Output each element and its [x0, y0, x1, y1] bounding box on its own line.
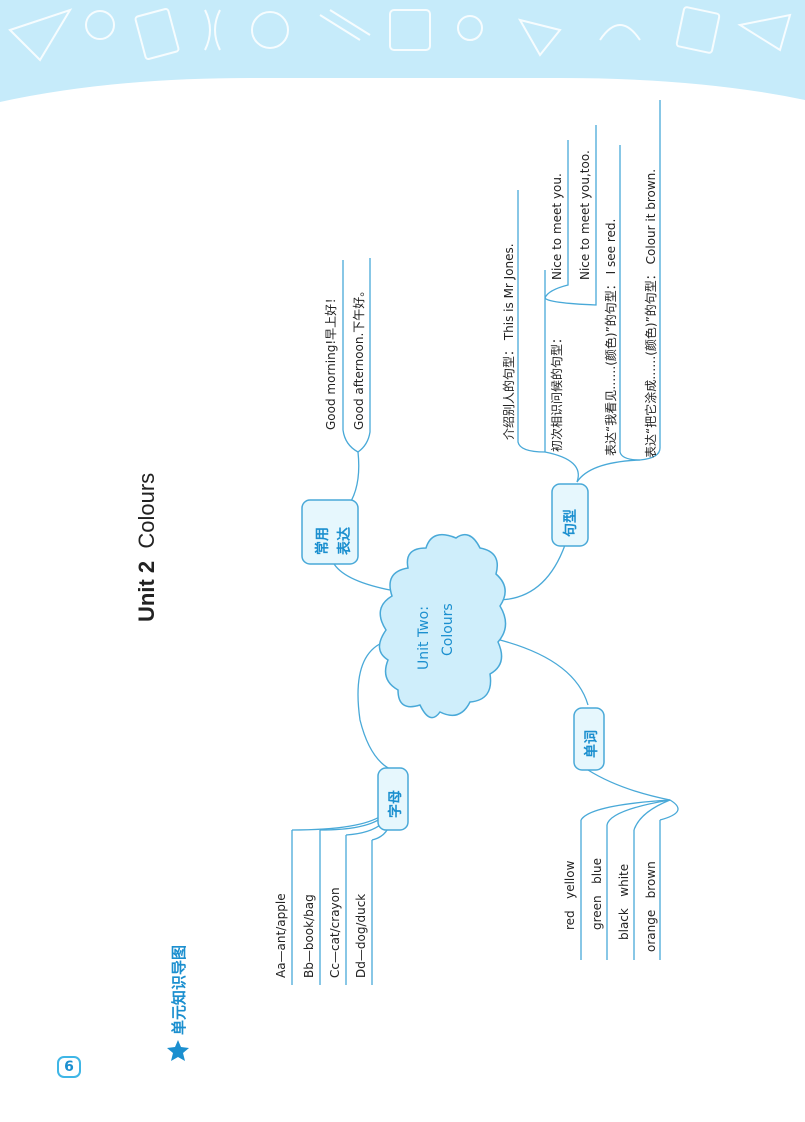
expression-item: Good afternoon.下午好。 — [352, 284, 366, 430]
sentence-colour: 表达“把它涂成……(颜色)”的句型： Colour it brown. — [642, 169, 659, 458]
expressions-label-line2: 表达 — [337, 527, 353, 555]
unit-number: Unit 2 — [134, 560, 159, 622]
connector-words — [499, 639, 589, 706]
sentence-colour-text: 表达“把它涂成……(颜色)”的句型： — [644, 268, 658, 458]
sentence-first-meet: 初次相识问候的句型： — [550, 331, 564, 452]
page-number: 6 — [57, 1056, 81, 1078]
sentence-intro-text: 介绍别人的句型： — [502, 343, 516, 440]
sentence-intro-example: This is Mr Jones. — [502, 243, 516, 341]
sentence-see-example: I see red. — [604, 218, 618, 275]
expressions-node — [301, 499, 359, 565]
letters-node — [377, 767, 409, 831]
word-item: orange brown — [644, 861, 658, 952]
word-item: black white — [617, 863, 631, 940]
unit-name: Colours — [134, 472, 159, 549]
star-icon — [167, 1040, 189, 1061]
letter-item: Bb—book/bag — [302, 894, 316, 978]
center-line2: Colours — [440, 603, 456, 656]
letters-label: 字母 — [388, 790, 404, 818]
first-meet-item: Nice to meet you,too. — [578, 150, 592, 280]
words-label: 单词 — [584, 730, 600, 758]
unit-title: Unit 2 Colours — [134, 473, 160, 622]
center-cloud — [378, 533, 507, 719]
letter-item: Aa—ant/apple — [274, 893, 288, 978]
sentences-label: 句型 — [563, 509, 579, 537]
words-node — [573, 707, 605, 771]
connector-letters — [357, 639, 393, 771]
connector-sentences — [496, 544, 566, 601]
section-title: 单元知识导图 — [170, 944, 188, 1035]
sentence-colour-example: Colour it brown. — [644, 168, 658, 265]
expression-item: Good morning!早上好！ — [324, 291, 338, 430]
first-meet-item: Nice to meet you. — [550, 173, 564, 280]
expressions-label-line1: 常用 — [315, 527, 331, 555]
center-line1: Unit Two: — [416, 606, 432, 670]
word-item: green blue — [590, 857, 604, 930]
decorative-banner — [0, 0, 805, 102]
sentence-see-text: 表达“我看见……(颜色)”的句型： — [604, 278, 618, 456]
letter-item: Dd—dog/duck — [354, 893, 368, 978]
sentences-node — [551, 483, 589, 547]
sentence-intro: 介绍别人的句型： This is Mr Jones. — [500, 243, 517, 440]
word-item: red yellow — [563, 860, 577, 930]
letter-item: Cc—cat/crayon — [328, 887, 342, 978]
sentence-see: 表达“我看见……(颜色)”的句型： I see red. — [602, 219, 619, 456]
